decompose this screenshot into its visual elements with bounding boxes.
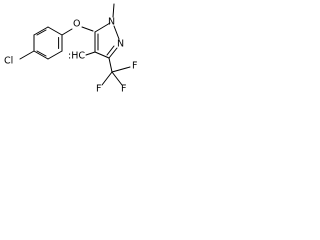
bond-pyrazole-c3-c4 xyxy=(94,51,110,59)
bond-cf3-to-fluorine-left xyxy=(101,71,113,86)
molecule-structure-drawing: Cl O N N :HC F F F xyxy=(4,3,137,95)
bond-ring-double-2 xyxy=(36,50,47,57)
fluorine-right-label: F xyxy=(121,84,126,95)
bond-nitrogen-to-methyl xyxy=(112,3,115,18)
bond-ring-to-cf3 xyxy=(108,57,113,73)
bond-pyrazole-n2-c3-double xyxy=(106,45,115,56)
bond-ring-6 xyxy=(33,26,49,36)
pyrazole-ring xyxy=(94,22,120,59)
bond-pyrazole-c5-n1 xyxy=(94,22,111,33)
chlorine-label: Cl xyxy=(4,56,13,67)
ether-oxygen-label: O xyxy=(73,19,80,30)
ring-nitrogen-methylated-label: N xyxy=(108,17,115,28)
chlorophenyl-ring xyxy=(33,26,63,60)
fluorine-top-label: F xyxy=(132,61,137,72)
ring-nitrogen-label: N xyxy=(117,39,124,50)
bond-ring-to-carbene xyxy=(85,51,96,56)
bond-ring-to-oxygen xyxy=(61,28,73,36)
bond-pyrazole-n1-n2 xyxy=(113,25,120,40)
bond-cf3-to-fluorine-top xyxy=(111,66,131,73)
bond-pyrazole-n2-c3 xyxy=(108,47,118,59)
bond-ring-1 xyxy=(47,26,63,36)
bond-ring-3 xyxy=(47,50,63,60)
bond-ring-double-3 xyxy=(36,29,47,36)
fluorine-left-label: F xyxy=(96,84,101,95)
bond-cf3-to-fluorine-right xyxy=(111,71,123,86)
bond-ring-4 xyxy=(33,50,49,60)
bond-oxygen-to-pyrazole xyxy=(81,26,94,32)
carbene-carbon-label: :HC xyxy=(68,51,85,62)
bond-ring-to-chlorine xyxy=(19,50,35,60)
